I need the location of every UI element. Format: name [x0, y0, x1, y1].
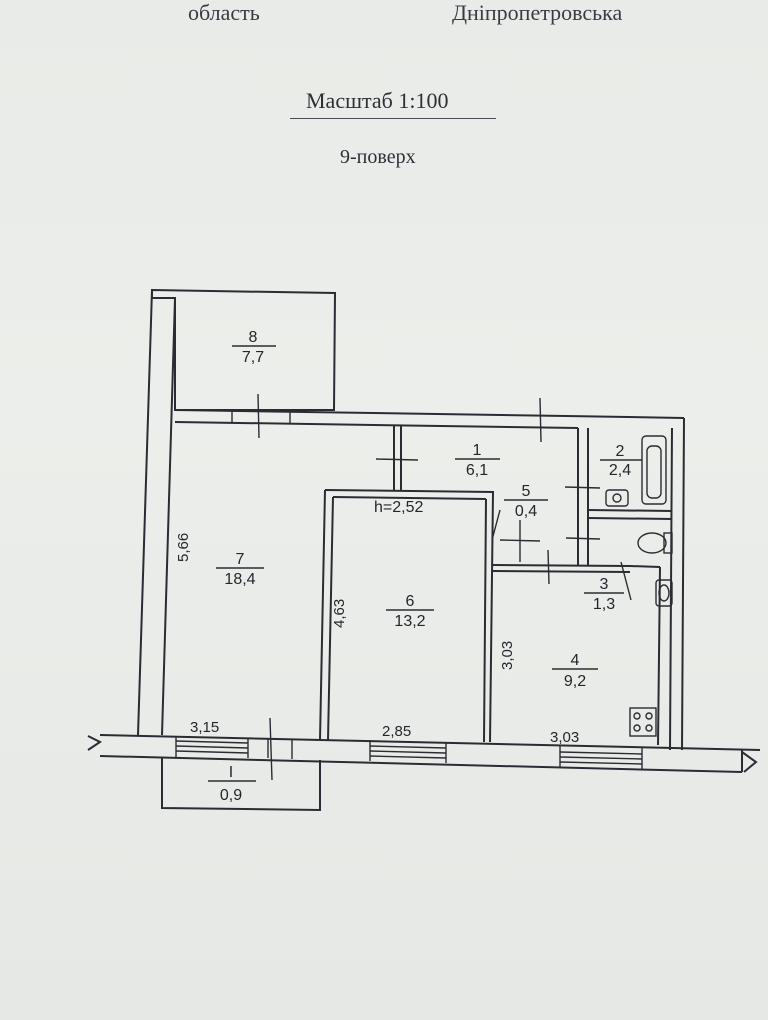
balcony-wall — [174, 393, 579, 439]
room-1-label: 1 6,1 — [455, 442, 500, 479]
dimension-room6-width: 2,85 — [382, 723, 411, 740]
dimension-room4-left: 3,03 — [499, 641, 516, 670]
stove-icon — [629, 707, 657, 737]
room-6-label: 6 13,2 — [386, 593, 434, 630]
svg-text:1: 1 — [473, 442, 482, 459]
balcony-door — [267, 717, 293, 781]
svg-text:8: 8 — [249, 329, 258, 346]
oblast-label: область — [188, 0, 260, 25]
svg-text:0,9: 0,9 — [220, 787, 242, 804]
svg-text:1,3: 1,3 — [593, 596, 615, 613]
room-5-label: 5 0,4 — [504, 483, 548, 520]
toilet-icon — [637, 532, 673, 554]
oblast-value: Дніпропетровська — [452, 0, 623, 25]
interior-walls — [319, 425, 673, 746]
svg-text:7: 7 — [236, 551, 245, 568]
svg-text:3: 3 — [600, 576, 609, 593]
left-wall — [137, 289, 176, 736]
svg-text:13,2: 13,2 — [394, 613, 425, 630]
room-I-label: I 0,9 — [208, 764, 256, 804]
svg-text:5: 5 — [522, 483, 531, 500]
floor-label: 9-поверх — [340, 146, 416, 168]
window-room7 — [175, 736, 249, 758]
svg-text:9,2: 9,2 — [564, 673, 586, 690]
balcony-bottom — [161, 757, 321, 812]
svg-text:2,4: 2,4 — [609, 462, 631, 479]
sink-icon — [605, 489, 629, 507]
svg-text:6,1: 6,1 — [466, 462, 488, 479]
room-2-label: 2 2,4 — [600, 443, 642, 479]
svg-text:I: I — [229, 764, 233, 781]
svg-text:18,4: 18,4 — [224, 571, 255, 588]
room-3-label: 3 1,3 — [584, 576, 624, 613]
bottom-wall — [87, 717, 761, 781]
svg-text:2: 2 — [616, 443, 625, 460]
room-7-label: 7 18,4 — [216, 551, 264, 588]
room-8-label: 8 7,7 — [232, 329, 276, 366]
svg-text:4: 4 — [571, 652, 580, 669]
right-wall — [539, 397, 685, 751]
window-room4 — [559, 745, 643, 769]
scale-label: Масштаб 1:100 — [306, 88, 449, 113]
dimension-room4-width: 3,03 — [550, 729, 579, 746]
dimension-room7-width: 3,15 — [190, 719, 219, 736]
room-4-label: 4 9,2 — [552, 652, 598, 690]
dimension-room6-left: 4,63 — [331, 599, 348, 628]
svg-text:0,4: 0,4 — [515, 503, 537, 520]
window-room6 — [369, 740, 447, 763]
ceiling-height-label: h=2,52 — [374, 499, 423, 516]
svg-text:6: 6 — [406, 593, 415, 610]
svg-text:7,7: 7,7 — [242, 349, 264, 366]
kitchen-sink-icon — [655, 579, 673, 607]
scale-underline — [290, 118, 496, 119]
bathtub-icon — [641, 435, 667, 505]
dimension-left-wall: 5,66 — [175, 533, 192, 562]
